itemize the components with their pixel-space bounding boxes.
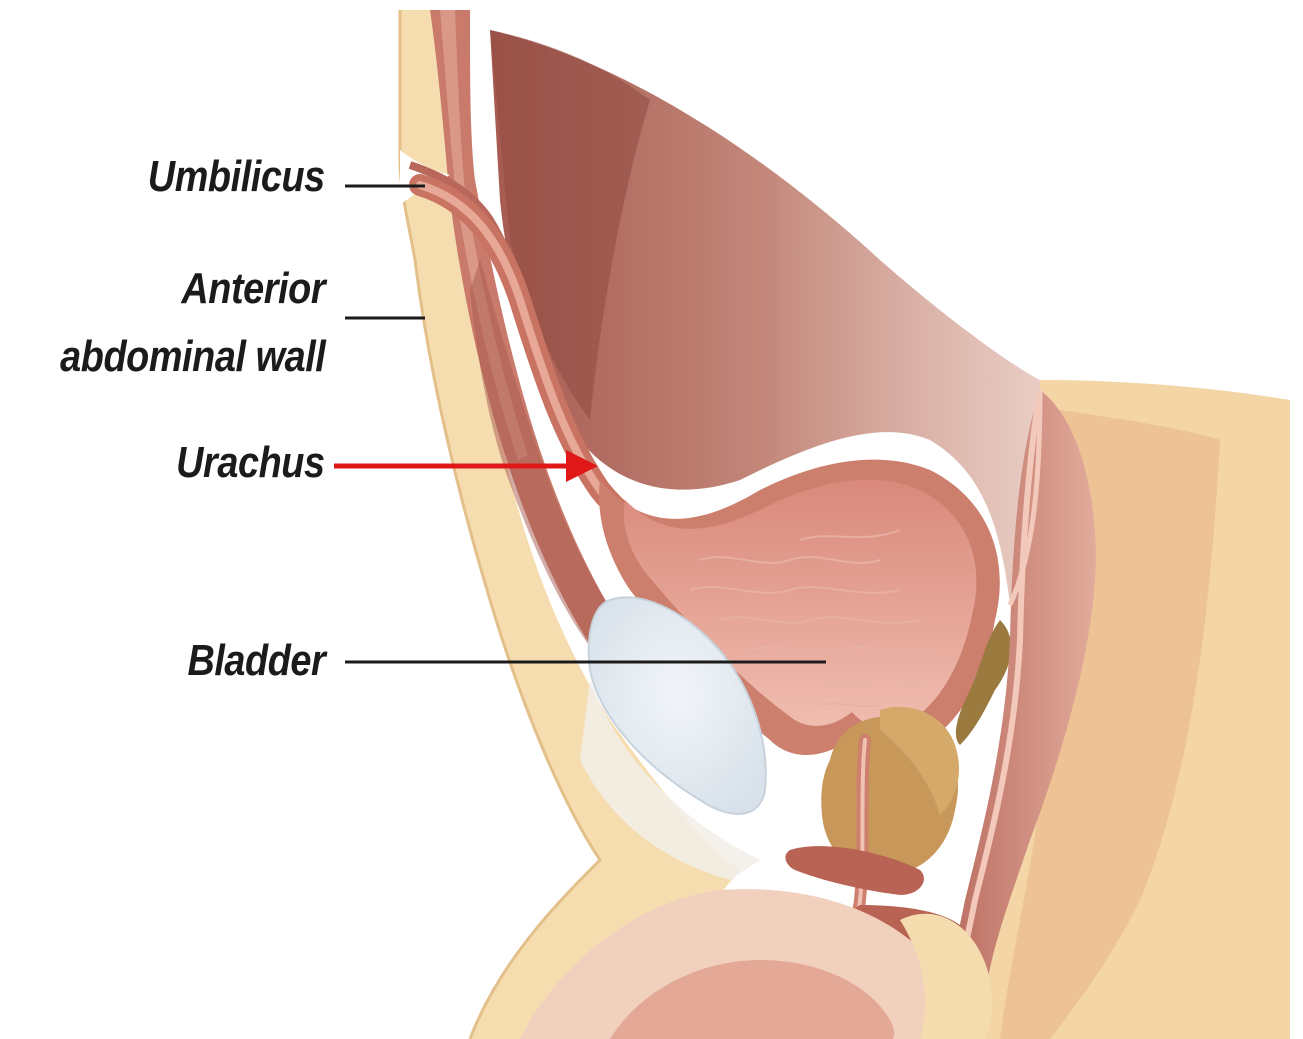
umbilicus-label: Umbilicus xyxy=(148,150,325,204)
urachus-label: Urachus xyxy=(177,436,325,490)
bladder-label: Bladder xyxy=(187,634,325,688)
anterior-wall-label-line1: Anterior xyxy=(181,262,325,316)
anterior-wall-label-line2: abdominal wall xyxy=(60,330,325,384)
